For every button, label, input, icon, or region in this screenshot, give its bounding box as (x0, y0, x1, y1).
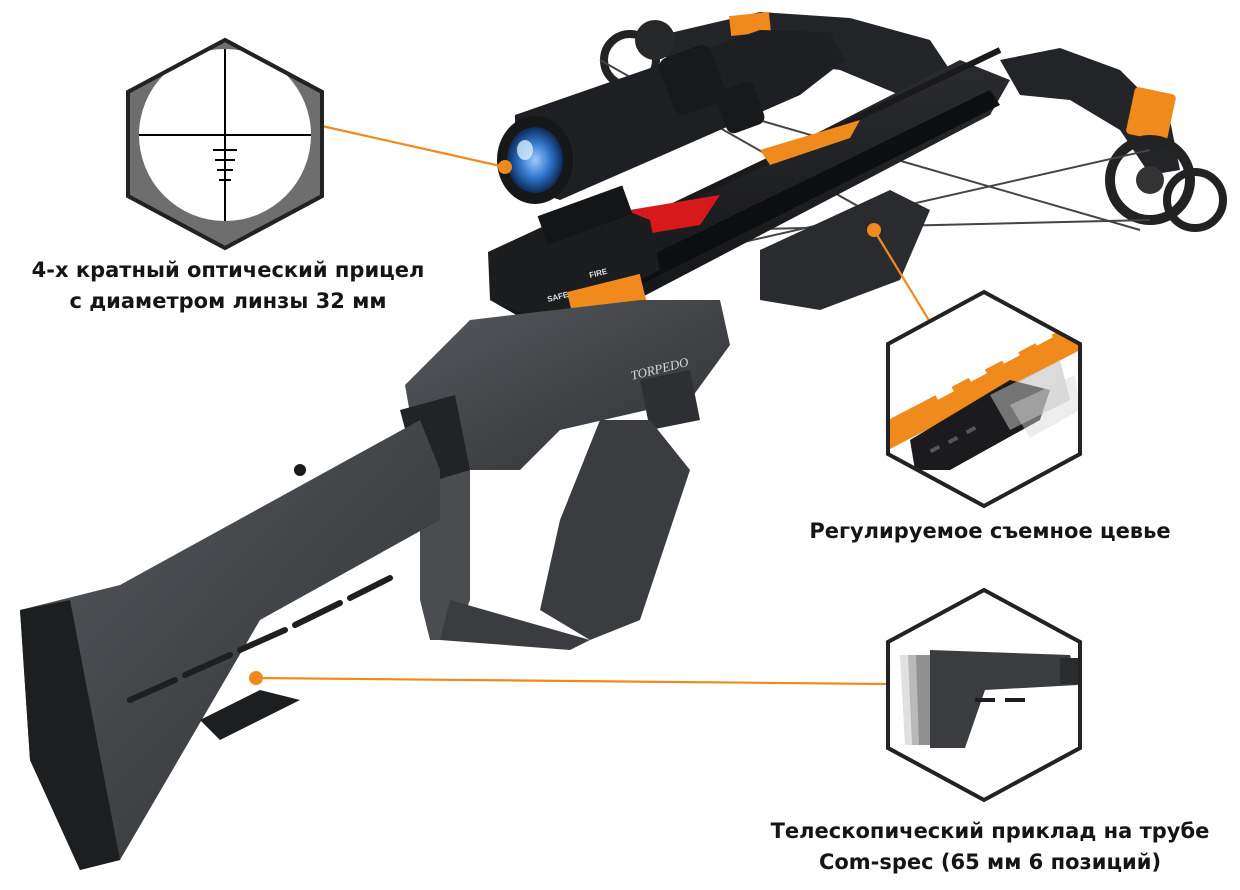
callout-lines (255, 124, 931, 686)
stock-caption-line-1: Телескопический приклад на трубе (770, 819, 1210, 843)
foregrip-caption-line-1: Регулируемое съемное цевье (809, 519, 1171, 543)
fire-marking: FIRE (588, 267, 609, 280)
scope-caption: 4-х кратный оптический прицел с диаметро… (18, 255, 438, 317)
telescopic-stock-hexagon (886, 587, 1082, 803)
scope-caption-line-1: 4-х кратный оптический прицел (31, 258, 425, 282)
foregrip-callout-dot (867, 223, 881, 237)
scope (497, 30, 845, 245)
scope-callout-dot (498, 160, 512, 174)
foregrip-caption: Регулируемое съемное цевье (790, 516, 1190, 547)
stock-callout-dot (249, 671, 263, 685)
foregrip-hexagon (886, 289, 1082, 509)
scope-reticle-hexagon (126, 37, 324, 251)
crossbow (20, 11, 1227, 870)
stock-caption-line-2: Com-spec (65 мм 6 позиций) (818, 850, 1162, 874)
scope-caption-line-2: с диаметром линзы 32 мм (69, 289, 387, 313)
stock-caption: Телескопический приклад на трубе Com-spe… (760, 816, 1220, 878)
